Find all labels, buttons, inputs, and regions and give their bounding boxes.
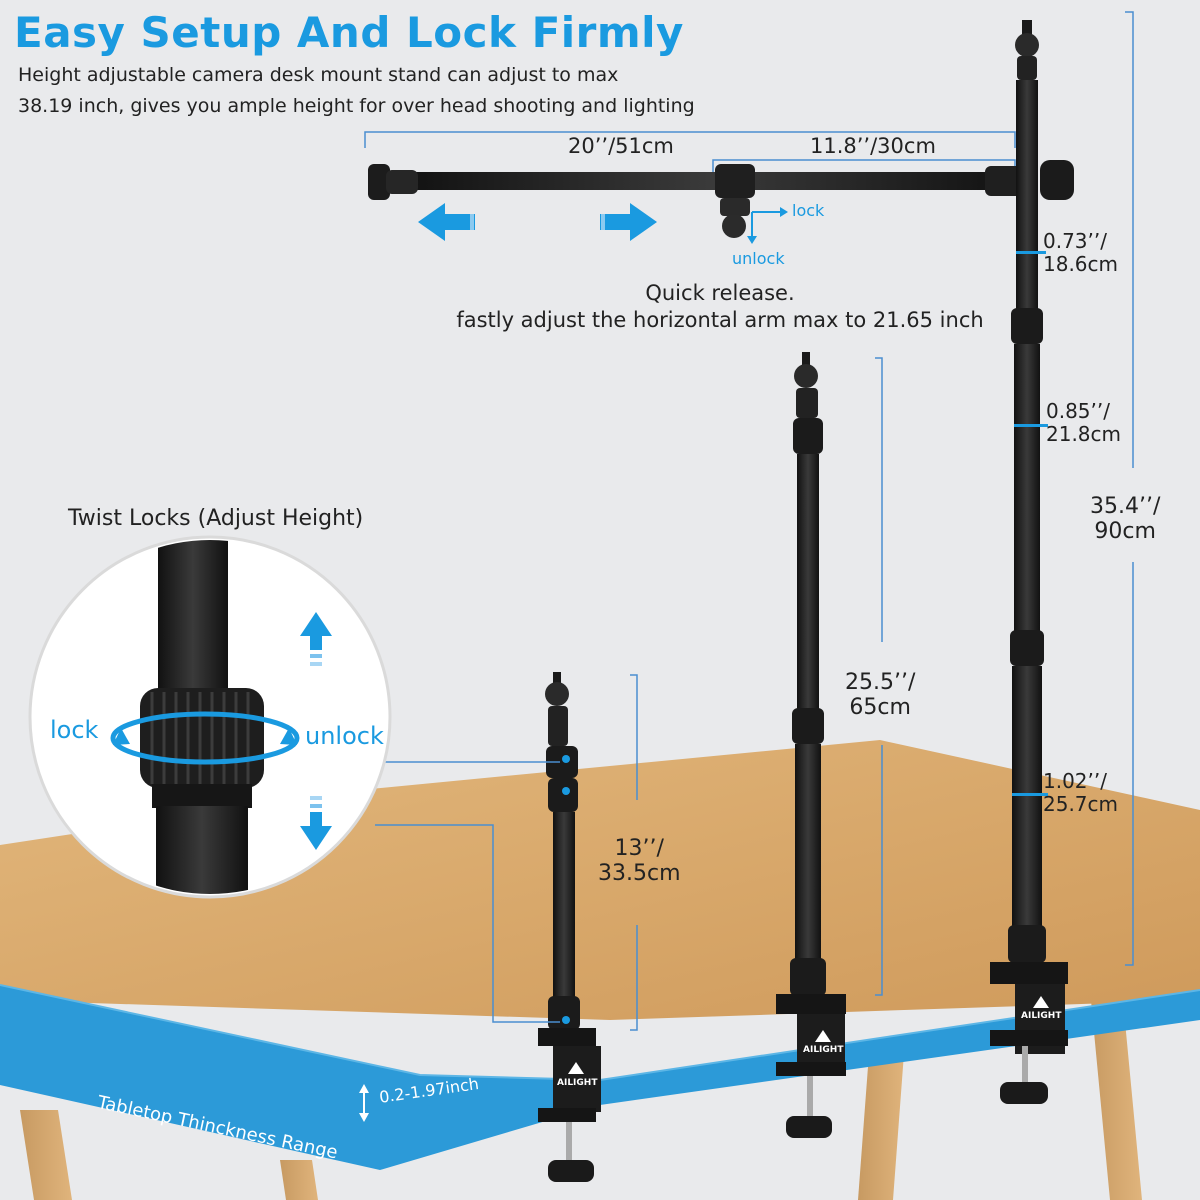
diameter-1: 0.73’’/ 18.6cm: [1043, 230, 1118, 276]
table-legs: [20, 990, 1142, 1200]
small-stand: [538, 672, 601, 1182]
quick-release-line-1: Quick release.: [645, 281, 795, 305]
arm-short-length: 11.8’’/30cm: [810, 134, 936, 158]
brand-logo-medium: AILIGHT: [803, 1045, 844, 1055]
brand-logo-large: AILIGHT: [1021, 1011, 1062, 1021]
large-stand: [990, 20, 1068, 1104]
diameter-2-inch: 0.85’’/: [1046, 399, 1110, 423]
height-small-inch: 13’’/: [614, 836, 664, 861]
medium-stand: [776, 352, 846, 1138]
height-large: 35.4’’/ 90cm: [1090, 494, 1160, 545]
diameter-3-cm: 25.7cm: [1043, 792, 1119, 816]
page-title: Easy Setup And Lock Firmly: [14, 8, 684, 57]
twist-lock-label: lock: [50, 716, 99, 744]
height-medium: 25.5’’/ 65cm: [845, 670, 915, 721]
quick-release-text: Quick release. fastly adjust the horizon…: [430, 280, 1010, 335]
description-line-1: Height adjustable camera desk mount stan…: [18, 64, 619, 86]
diameter-markers: [562, 251, 1048, 1024]
arm-slide-arrows: [418, 203, 657, 241]
diameter-3: 1.02’’/ 25.7cm: [1043, 770, 1118, 816]
brand-logo-small: AILIGHT: [557, 1078, 598, 1088]
height-large-cm: 90cm: [1094, 519, 1156, 545]
diameter-1-cm: 18.6cm: [1043, 252, 1119, 276]
brand-logos: [568, 996, 1049, 1074]
horizontal-arm: [368, 160, 1074, 238]
arm-total-length: 20’’/51cm: [568, 134, 674, 158]
callout-lines: [375, 761, 560, 1023]
twist-unlock-label: unlock: [305, 722, 384, 750]
diameter-2: 0.85’’/ 21.8cm: [1046, 400, 1121, 446]
twist-lock-detail: [28, 535, 392, 899]
diameter-2-cm: 21.8cm: [1046, 422, 1122, 446]
height-large-inch: 35.4’’/: [1090, 494, 1161, 519]
thickness-arrow: [359, 1084, 369, 1122]
lock-direction-arrows: [747, 207, 788, 244]
height-small-cm: 33.5cm: [598, 861, 681, 887]
quick-release-line-2: fastly adjust the horizontal arm max to …: [456, 308, 984, 333]
height-medium-cm: 65cm: [849, 695, 911, 721]
diameter-1-inch: 0.73’’/: [1043, 229, 1107, 253]
twist-locks-title: Twist Locks (Adjust Height): [68, 506, 364, 531]
arm-lock-label: lock: [792, 201, 825, 220]
height-medium-inch: 25.5’’/: [845, 670, 916, 695]
arm-unlock-label: unlock: [732, 249, 785, 268]
description-line-2: 38.19 inch, gives you ample height for o…: [18, 95, 695, 117]
height-small: 13’’/ 33.5cm: [598, 836, 681, 887]
diameter-3-inch: 1.02’’/: [1043, 769, 1107, 793]
height-dimension-lines: [630, 11, 1134, 1031]
